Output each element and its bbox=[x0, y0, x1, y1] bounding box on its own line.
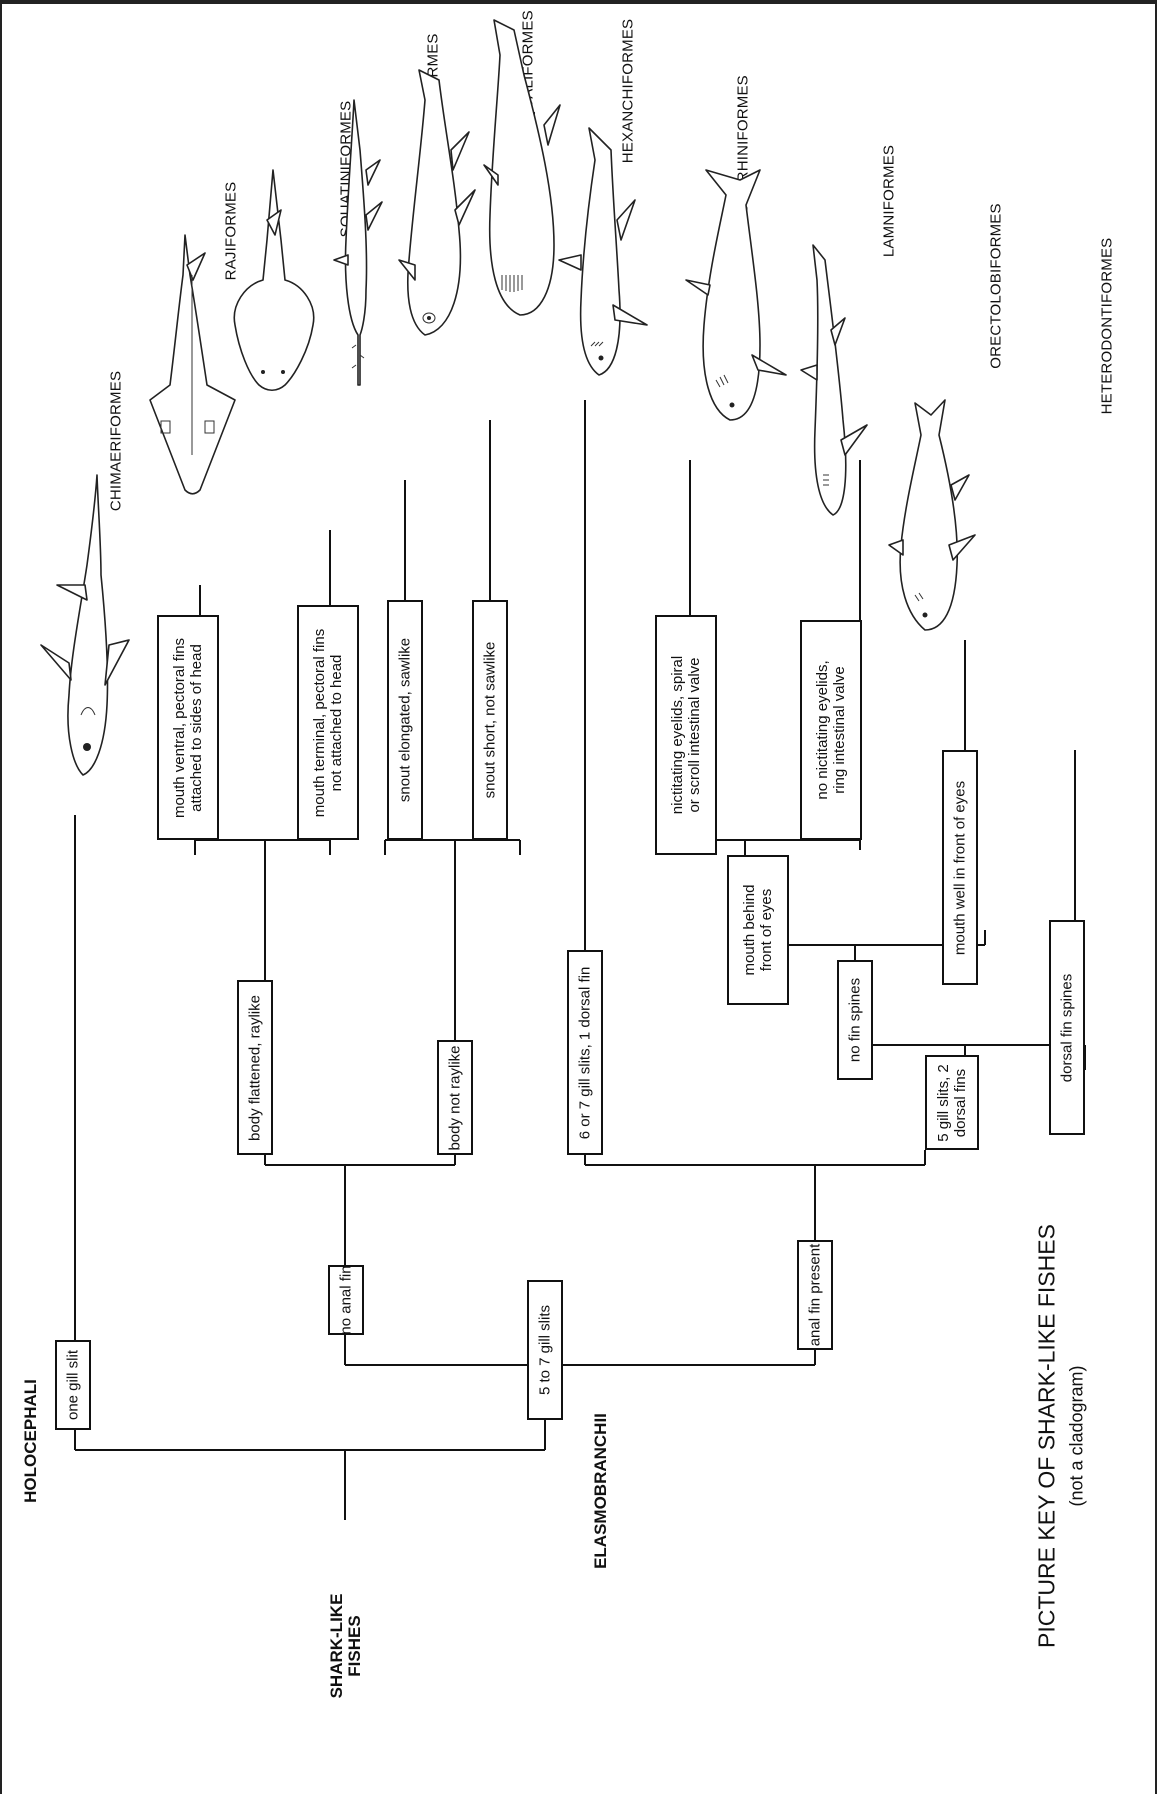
top-border bbox=[0, 0, 1157, 4]
key-no-nictitating: no nictitating eyelids, ring intestinal … bbox=[800, 620, 862, 840]
key-label: mouth behind front of eyes bbox=[740, 884, 775, 976]
right-border bbox=[1155, 0, 1157, 1794]
key-label: snout elongated, sawlike bbox=[396, 637, 414, 803]
key-label: nictitating eyelids, spiral or scroll in… bbox=[668, 655, 703, 815]
key-label: mouth ventral, pectoral fins attached to… bbox=[170, 637, 205, 818]
chimaera-fish-icon bbox=[40, 474, 130, 776]
requiem-shark-icon bbox=[558, 127, 648, 376]
key-no-anal-fin: no anal fin bbox=[328, 1265, 364, 1335]
order-carcharhiniformes: CARCHARHINIFORMES bbox=[733, 74, 751, 247]
key-one-gill-slit: one gill slit bbox=[55, 1340, 91, 1430]
key-nictitating: nictitating eyelids, spiral or scroll in… bbox=[655, 615, 717, 855]
key-label: body flattened, raylike bbox=[246, 994, 264, 1141]
key-body-not-raylike: body not raylike bbox=[437, 1040, 473, 1155]
horn-shark-icon bbox=[888, 399, 976, 631]
key-body-flattened: body flattened, raylike bbox=[237, 980, 273, 1155]
angel-shark-icon bbox=[233, 169, 315, 392]
group-holocephali: HOLOCEPHALI bbox=[20, 1378, 40, 1503]
key-label: body not raylike bbox=[446, 1044, 464, 1151]
key-label: snout short, not sawlike bbox=[481, 641, 499, 799]
key-label: no anal fin bbox=[337, 1265, 355, 1335]
key-five-gill-slits: 5 gill slits, 2 dorsal fins bbox=[925, 1055, 979, 1150]
diagram-title: PICTURE KEY OF SHARK-LIKE FISHES (not a … bbox=[1033, 1224, 1086, 1648]
key-label: no fin spines bbox=[846, 977, 864, 1063]
order-heterodontiformes: HETERODONTIFORMES bbox=[1097, 237, 1115, 414]
key-snout-short: snout short, not sawlike bbox=[472, 600, 508, 840]
key-dorsal-fin-spines: dorsal fin spines bbox=[1049, 920, 1085, 1135]
key-label: 5 gill slits, 2 dorsal fins bbox=[934, 1063, 969, 1142]
key-label: mouth terminal, pectoral fins not attach… bbox=[310, 628, 345, 817]
order-chimaeriformes: CHIMAERIFORMES bbox=[106, 370, 124, 511]
key-snout-elongated: snout elongated, sawlike bbox=[387, 600, 423, 840]
key-label: dorsal fin spines bbox=[1058, 973, 1076, 1082]
title-sub: (not a cladogram) bbox=[1065, 1364, 1086, 1507]
sixgill-shark-icon bbox=[483, 19, 561, 316]
mackerel-shark-icon bbox=[685, 169, 787, 421]
title-main: PICTURE KEY OF SHARK-LIKE FISHES bbox=[1032, 1223, 1059, 1648]
ray-fish-icon bbox=[149, 234, 236, 495]
key-no-fin-spines: no fin spines bbox=[837, 960, 873, 1080]
key-anal-fin-present: anal fin present bbox=[797, 1240, 833, 1350]
key-mouth-ventral: mouth ventral, pectoral fins attached to… bbox=[157, 615, 219, 840]
key-label: 6 or 7 gill slits, 1 dorsal fin bbox=[576, 966, 594, 1139]
order-lamniformes: LAMNIFORMES bbox=[879, 144, 897, 257]
group-elasmobranchii: ELASMOBRANCHII bbox=[590, 1412, 610, 1569]
key-mouth-terminal: mouth terminal, pectoral fins not attach… bbox=[297, 605, 359, 840]
group-shark-like-fishes: SHARK-LIKE FISHES bbox=[326, 1593, 364, 1698]
saw-shark-icon bbox=[333, 99, 383, 386]
key-mouth-well-in-front: mouth well in front of eyes bbox=[942, 750, 978, 985]
key-label: anal fin present bbox=[806, 1243, 824, 1347]
order-hexanchiformes: HEXANCHIFORMES bbox=[618, 18, 636, 163]
key-label: one gill slit bbox=[64, 1349, 82, 1421]
carpet-shark-icon bbox=[800, 244, 868, 516]
key-five-to-seven-gill-slits: 5 to 7 gill slits bbox=[527, 1280, 563, 1420]
key-label: no nictitating eyelids, ring intestinal … bbox=[813, 660, 848, 800]
dogfish-shark-icon bbox=[398, 69, 476, 336]
key-mouth-behind-eyes: mouth behind front of eyes bbox=[727, 855, 789, 1005]
key-label: mouth well in front of eyes bbox=[951, 780, 969, 955]
left-border bbox=[0, 0, 2, 1794]
key-label: 5 to 7 gill slits bbox=[536, 1304, 554, 1396]
key-six-or-seven-gill-slits: 6 or 7 gill slits, 1 dorsal fin bbox=[567, 950, 603, 1155]
order-orectolobiformes: ORECTOLOBIFORMES bbox=[986, 202, 1004, 369]
